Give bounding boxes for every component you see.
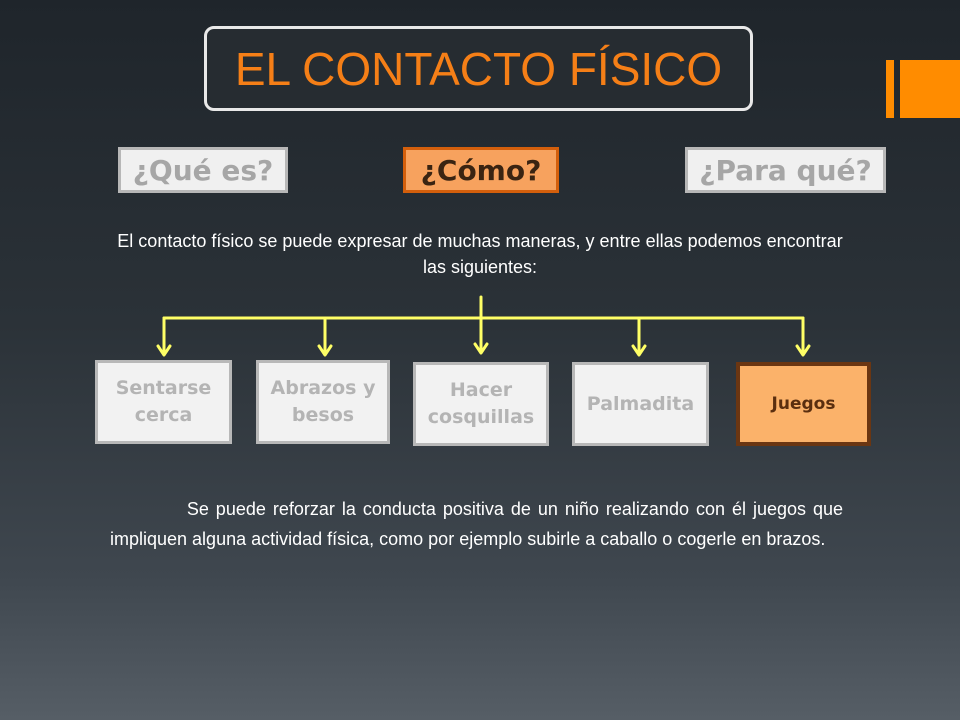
tab-como[interactable]: ¿Cómo? [403, 147, 559, 193]
arrowhead-1 [156, 344, 172, 357]
option-box-sentarse-cerca: Sentarse cerca [95, 360, 232, 444]
arrowhead-4 [631, 344, 647, 357]
accent-bar-thin [886, 60, 894, 118]
tab-label: ¿Qué es? [132, 153, 274, 187]
option-box-hacer-cosquillas: Hacer cosquillas [413, 362, 549, 446]
option-label: Sentarse cerca [115, 377, 212, 426]
option-label: Juegos [771, 394, 836, 414]
accent-bar-thick [900, 60, 960, 118]
tab-para-que[interactable]: ¿Para qué? [685, 147, 886, 193]
intro-text: El contacto físico se puede expresar de … [117, 231, 843, 277]
arrowhead-5 [795, 344, 811, 357]
arrowhead-3 [473, 342, 489, 355]
option-label: Palmadita [586, 392, 695, 415]
option-box-palmadita: Palmadita [572, 362, 709, 446]
title-box: EL CONTACTO FÍSICO [204, 26, 753, 111]
tab-label: ¿Para qué? [699, 153, 872, 187]
arrowhead-2 [317, 344, 333, 357]
page-title: EL CONTACTO FÍSICO [234, 42, 723, 95]
body-text: Se puede reforzar la conducta positiva d… [110, 494, 843, 554]
option-label: Abrazos y besos [270, 377, 376, 426]
body-paragraph: Se puede reforzar la conducta positiva d… [110, 499, 843, 549]
option-box-abrazos-y-besos: Abrazos y besos [256, 360, 390, 444]
tab-label: ¿Cómo? [420, 153, 542, 187]
option-box-juegos: Juegos [736, 362, 871, 446]
option-label: Hacer cosquillas [427, 379, 535, 428]
tab-que-es[interactable]: ¿Qué es? [118, 147, 288, 193]
